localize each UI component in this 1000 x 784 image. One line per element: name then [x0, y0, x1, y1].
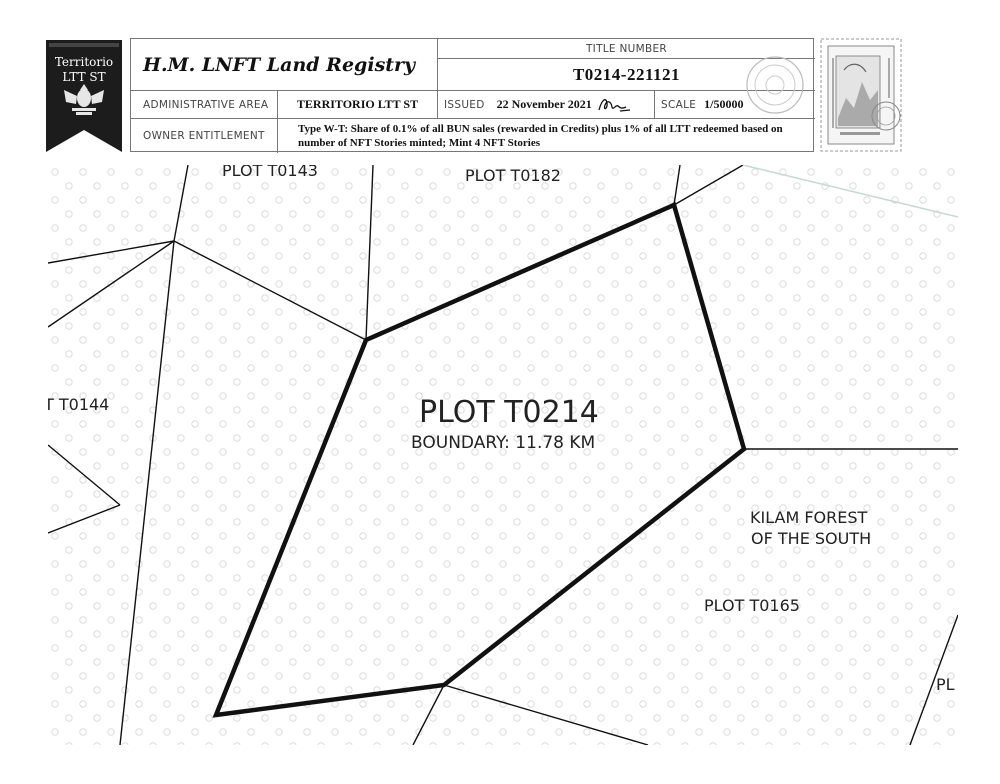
- label-plot-t0165: PLOT T0165: [704, 596, 800, 615]
- title-number-label-cell: TITLE NUMBER: [438, 39, 815, 59]
- plot-map: PLOT T0143 PLOT T0182 T T0144 PLOT T0214…: [48, 165, 958, 745]
- registry-title: H.M. LNFT Land Registry: [143, 53, 416, 76]
- title-number-cell: T0214-221121: [438, 59, 815, 91]
- map-background-pattern: [48, 165, 958, 745]
- label-plot-t0144: T T0144: [48, 395, 110, 414]
- signature-icon: [598, 98, 630, 112]
- label-forest-line2: OF THE SOUTH: [751, 529, 872, 548]
- label-main-plot: PLOT T0214: [419, 395, 599, 430]
- postage-stamp: [820, 38, 902, 152]
- admin-area-cell: TERRITORIO LTT ST: [278, 91, 438, 119]
- title-number: T0214-221121: [572, 64, 681, 84]
- registry-header: H.M. LNFT Land Registry TITLE NUMBER T02…: [130, 38, 815, 153]
- admin-area-label-cell: ADMINISTRATIVE AREA: [131, 91, 278, 119]
- plot-t0214-boundary: [212, 201, 747, 718]
- label-plot-t0182: PLOT T0182: [465, 166, 561, 185]
- admin-area-label: ADMINISTRATIVE AREA: [143, 98, 269, 111]
- faint-boundary: [742, 165, 958, 218]
- title-number-label: TITLE NUMBER: [585, 42, 668, 55]
- eagle-crest-icon: [64, 84, 104, 115]
- owner-label-cell: OWNER ENTITLEMENT: [131, 119, 278, 153]
- badge-subtitle: LTT ST: [62, 70, 106, 84]
- map-canvas: [48, 165, 958, 745]
- admin-area-value: TERRITORIO LTT ST: [296, 97, 419, 111]
- issued-date: 22 November 2021: [496, 97, 592, 111]
- badge-ribbon-icon: [46, 40, 122, 152]
- neighbour-boundaries: [48, 165, 958, 745]
- owner-entitlement-label: OWNER ENTITLEMENT: [143, 130, 265, 142]
- owner-entitlement-text: Type W-T: Share of 0.1% of all BUN sales…: [298, 123, 783, 149]
- label-plot-partial: PL: [936, 675, 955, 694]
- postage-stamp-icon: [820, 38, 902, 152]
- territory-badge: Territorio LTT ST: [46, 40, 122, 152]
- registry-seal-icon: [746, 56, 804, 114]
- label-boundary-length: BOUNDARY: 11.78 KM: [411, 433, 596, 453]
- scale-cell: SCALE 1/50000: [655, 91, 815, 119]
- issued-label: ISSUED: [444, 98, 485, 111]
- scale-label: SCALE: [661, 98, 697, 111]
- scale-value: 1/50000: [704, 97, 744, 111]
- issued-cell: ISSUED 22 November 2021: [438, 91, 655, 119]
- owner-text-cell: Type W-T: Share of 0.1% of all BUN sales…: [278, 119, 815, 153]
- registry-title-cell: H.M. LNFT Land Registry: [131, 39, 438, 91]
- badge-title: Territorio: [54, 55, 114, 69]
- label-plot-t0143: PLOT T0143: [222, 165, 318, 180]
- label-forest-line1: KILAM FOREST: [750, 508, 868, 527]
